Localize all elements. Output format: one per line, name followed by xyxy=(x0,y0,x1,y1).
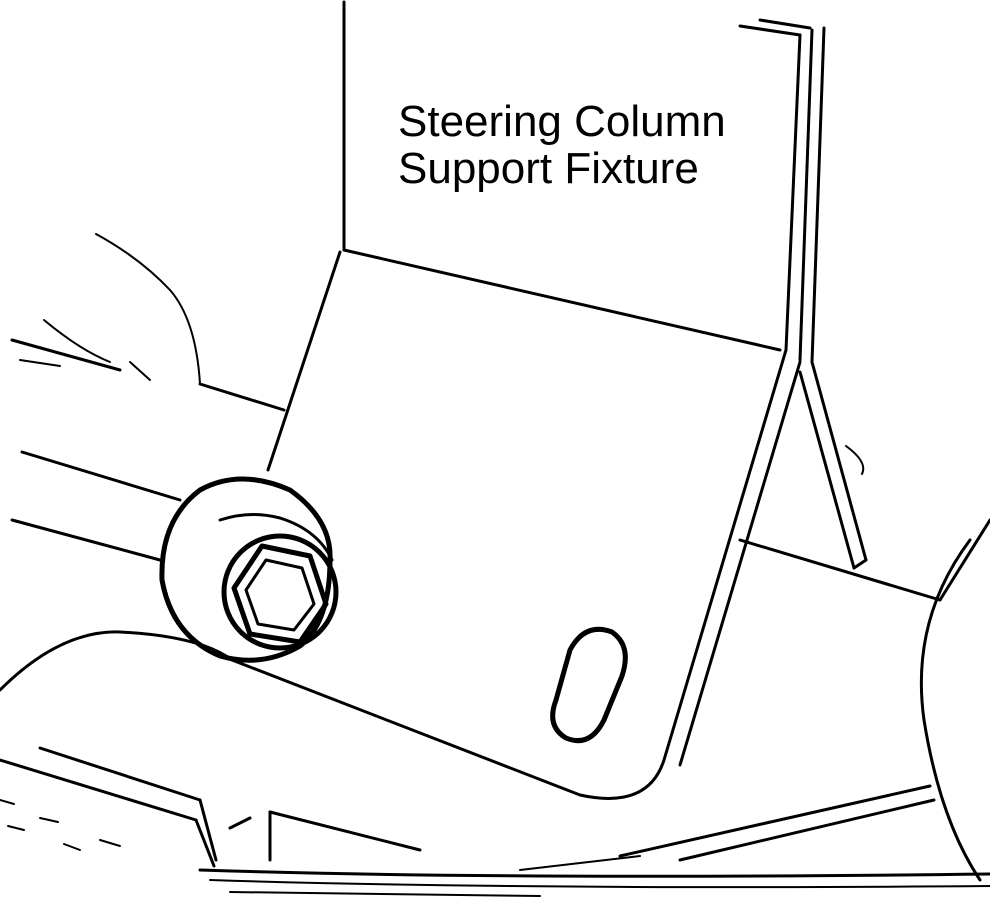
dashed-detail xyxy=(0,799,121,851)
callout-line-1: Steering Column xyxy=(398,97,726,146)
hex-nut xyxy=(221,533,339,651)
lower-frame xyxy=(0,630,990,897)
fixture-callout: Steering Column Support Fixture xyxy=(398,97,726,193)
hand-contour xyxy=(19,233,201,385)
callout-line-2: Support Fixture xyxy=(398,144,699,193)
fixture-bracket-plate xyxy=(230,250,942,800)
steering-column-arm xyxy=(10,338,286,562)
fixture-upright-plate xyxy=(342,0,812,352)
slot-hole xyxy=(550,626,628,744)
fixture-folded-edge xyxy=(662,26,868,767)
